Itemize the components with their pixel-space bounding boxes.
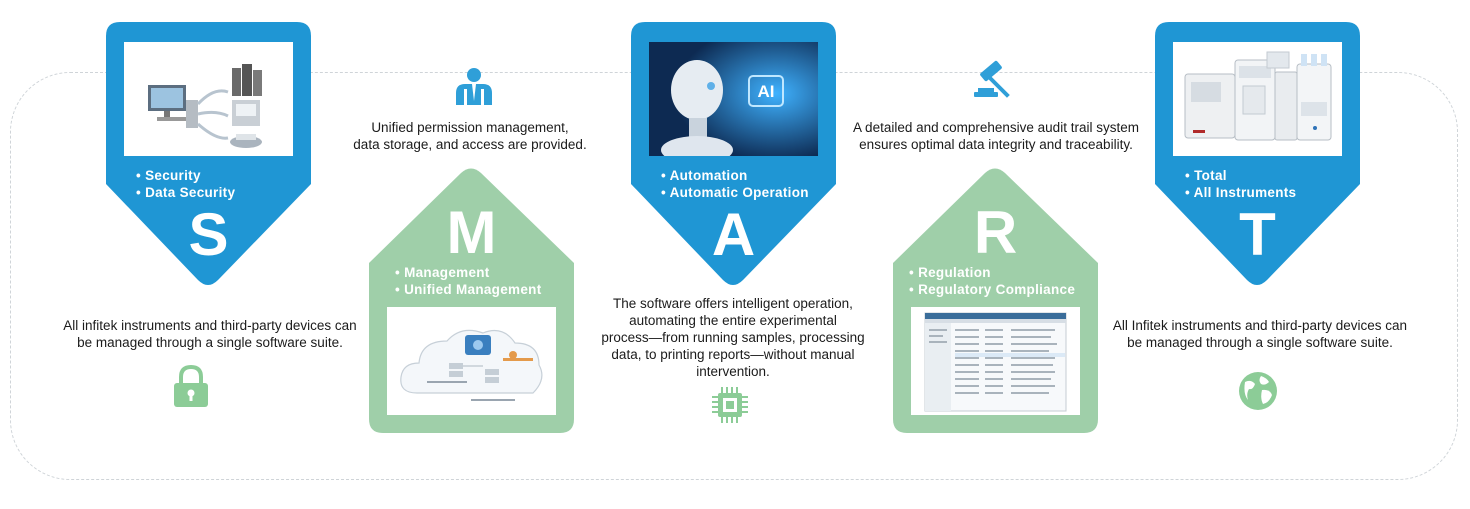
description-total-line-2: be managed through a single software sui… [1127, 335, 1393, 350]
description-management: Unified permission management, data stor… [320, 119, 620, 153]
laboratory-instruments-photo [1184, 51, 1332, 141]
card-total-bullet-1: • Total [1185, 168, 1227, 183]
card-total: • Total • All Instruments T [1155, 22, 1360, 287]
ai-chip-label: AI [758, 82, 775, 101]
card-total-image [1173, 42, 1342, 156]
description-total: All Infitek instruments and third-party … [1080, 317, 1440, 351]
lock-icon [174, 364, 208, 407]
card-regulation-bullet-2: • Regulatory Compliance [909, 281, 1076, 297]
card-regulation: R • Regulation • Regulatory Compliance [893, 168, 1098, 433]
user-admin-icon [456, 68, 492, 105]
description-regulation-line-1: A detailed and comprehensive audit trail… [853, 120, 1139, 135]
card-security-image [124, 42, 293, 156]
card-automation-bullet-2: • Automatic Operation [661, 184, 809, 200]
description-regulation: A detailed and comprehensive audit trail… [836, 119, 1156, 153]
card-security-bullet-1: • Security [136, 168, 201, 183]
description-security-line-1: All infitek instruments and third-party … [63, 318, 357, 333]
description-automation-line-4: data, to printing reports—without manual [611, 347, 855, 362]
card-total-letter: T [1239, 201, 1276, 268]
card-management-letter: M [446, 199, 497, 266]
description-automation: The software offers intelligent operatio… [583, 295, 883, 380]
description-regulation-line-2: ensures optimal data integrity and trace… [859, 137, 1133, 152]
card-automation: AI • Automation • Automatic Operation A [631, 22, 836, 287]
cloud-management-diagram [400, 329, 543, 401]
card-regulation-letter: R [973, 199, 1018, 266]
ai-robot-illustration: AI [649, 42, 818, 156]
card-management-bullet-1: • Management [395, 265, 490, 280]
card-security: • Security • Data Security S [106, 22, 311, 287]
description-automation-line-3: process—from running samples, processing [601, 330, 865, 345]
card-security-letter: S [188, 201, 229, 268]
description-total-line-1: All Infitek instruments and third-party … [1112, 318, 1408, 333]
globe-icon [1239, 372, 1277, 410]
card-total-bullet-2: • All Instruments [1185, 184, 1297, 200]
card-management-bullet-2: • Unified Management [395, 281, 542, 297]
description-security-line-2: be managed through a single software sui… [77, 335, 343, 350]
description-automation-line-5: intervention. [696, 364, 770, 379]
description-automation-line-2: automating the entire experimental [629, 313, 837, 328]
gavel-icon [974, 60, 1010, 98]
card-automation-letter: A [711, 201, 756, 268]
card-regulation-image [911, 307, 1080, 415]
card-regulation-bullet-1: • Regulation [909, 265, 991, 280]
card-management: M • Management • Unified Management [369, 168, 574, 433]
card-automation-bullet-1: • Automation [661, 168, 748, 183]
card-automation-image: AI [649, 42, 818, 156]
computer-network-illustration [148, 64, 262, 148]
chip-icon [712, 387, 748, 423]
card-security-bullet-2: • Data Security [136, 184, 236, 200]
software-screenshot [924, 312, 1067, 412]
card-management-image [387, 307, 556, 415]
description-management-line-2: data storage, and access are provided. [353, 137, 587, 152]
description-security: All infitek instruments and third-party … [30, 317, 390, 351]
description-automation-line-1: The software offers intelligent operatio… [613, 296, 853, 311]
description-management-line-1: Unified permission management, [371, 120, 569, 135]
